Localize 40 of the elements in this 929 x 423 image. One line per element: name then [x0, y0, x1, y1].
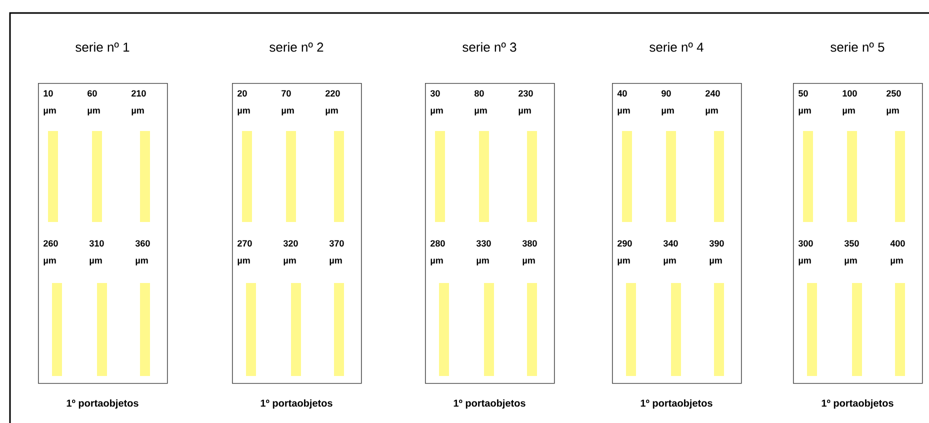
size-label: 50 µm [798, 90, 811, 116]
size-label: 70 µm [282, 90, 294, 116]
size-label: 10 µm [44, 90, 56, 116]
size-label: 300 µm [798, 240, 813, 266]
heading: serie nº 5 [830, 42, 884, 52]
size-label: 250 µm [886, 90, 901, 116]
slide-label: 1º portaobjetos [640, 399, 712, 409]
slide-label: 1º portaobjetos [454, 399, 526, 409]
size-label: 240 µm [706, 90, 720, 116]
size-label: 330 µm [476, 240, 491, 266]
slide-label: 1º portaobjetos [66, 399, 138, 409]
slide-label: 1º portaobjetos [260, 399, 332, 409]
size-label: 210 µm [132, 90, 146, 116]
size-label: 90 µm [662, 90, 674, 116]
heading: serie nº 3 [462, 42, 516, 52]
size-label: 340 µm [663, 240, 678, 266]
heading: serie nº 1 [76, 42, 130, 52]
size-label: 60 µm [88, 90, 100, 116]
size-label: 350 µm [844, 240, 859, 266]
size-label: 280 µm [430, 240, 445, 266]
heading: serie nº 2 [270, 42, 324, 52]
size-label: 40 µm [617, 90, 630, 116]
size-label: 290 µm [618, 240, 632, 266]
size-label: 20 µm [238, 90, 250, 116]
size-label: 230 µm [518, 90, 533, 116]
size-label: 30 µm [430, 90, 443, 116]
size-label: 80 µm [474, 90, 487, 116]
size-label: 270 µm [238, 240, 252, 266]
slide-label: 1º portaobjetos [822, 399, 894, 409]
size-label: 310 µm [89, 240, 104, 266]
size-label: 260 µm [44, 240, 58, 266]
size-label: 220 µm [326, 90, 340, 116]
heading: serie nº 4 [650, 42, 704, 52]
size-label: 400 µm [890, 240, 905, 266]
size-label: 100 µm [842, 90, 857, 116]
size-label: 360 µm [135, 240, 150, 266]
size-label: 390 µm [709, 240, 724, 266]
size-label: 380 µm [522, 240, 537, 266]
size-label: 370 µm [329, 240, 344, 266]
size-label: 320 µm [283, 240, 298, 266]
